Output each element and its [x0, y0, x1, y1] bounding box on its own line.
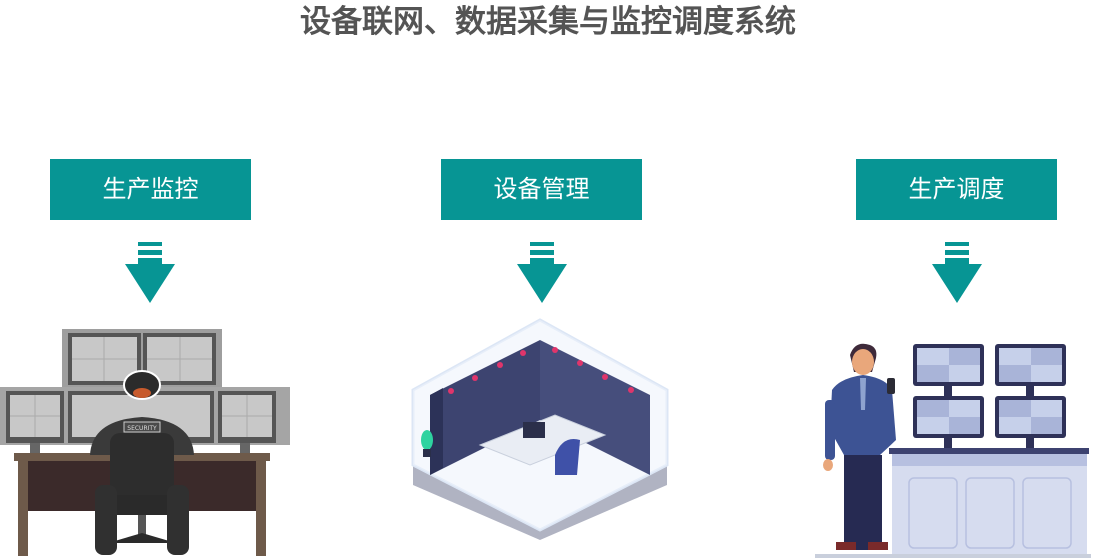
- security-monitoring-illustration: SECURITY: [0, 329, 290, 556]
- arrow-down-icon: [517, 242, 567, 303]
- step-box-production-scheduling: 生产调度: [856, 159, 1057, 220]
- step-label: 生产调度: [908, 175, 1005, 203]
- step-box-production-monitoring: 生产监控: [50, 159, 251, 220]
- server-room-illustration: [411, 318, 669, 540]
- step-label: 设备管理: [493, 175, 590, 203]
- page-title: 设备联网、数据采集与监控调度系统: [300, 4, 796, 40]
- arrow-down-icon: [125, 242, 175, 303]
- step-label: 生产监控: [102, 175, 199, 203]
- dispatcher-illustration: [815, 343, 1091, 558]
- security-badge-text: SECURITY: [127, 425, 157, 432]
- step-box-equipment-management: 设备管理: [441, 159, 642, 220]
- arrow-down-icon: [932, 242, 982, 303]
